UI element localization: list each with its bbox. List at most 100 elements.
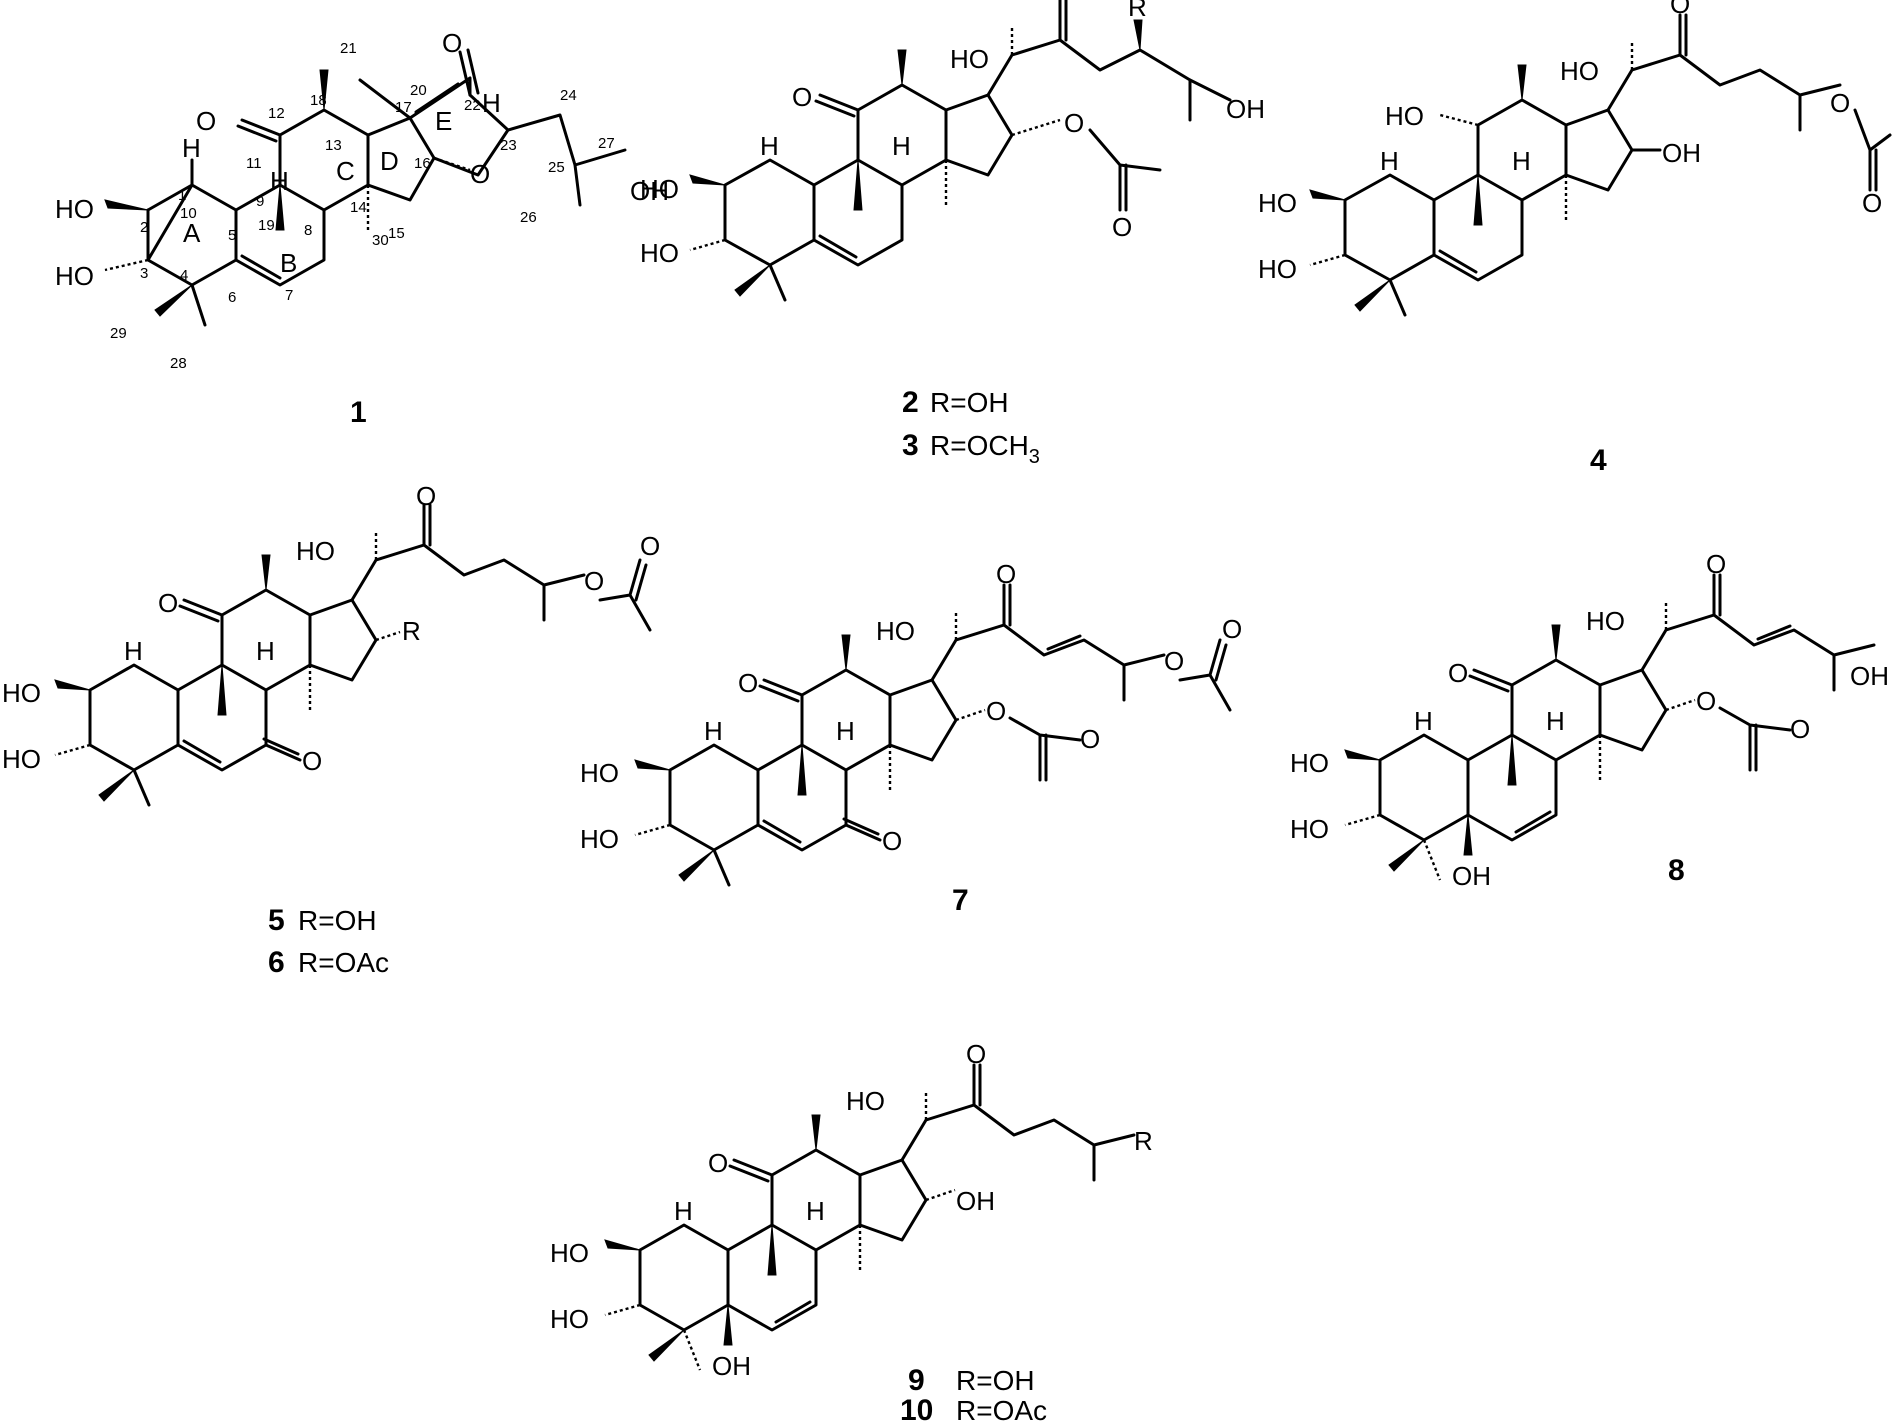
compound-4-structure: HO HO HO H H HO O OH O O 4 bbox=[1258, 0, 1892, 477]
atom-label: HO bbox=[1560, 56, 1599, 86]
atom-number: 12 bbox=[268, 105, 285, 122]
atom-number: 25 bbox=[548, 159, 565, 176]
atom-label: O bbox=[1164, 646, 1184, 676]
atom-label: O bbox=[302, 746, 322, 776]
atom-numbers-compound-1: 1 2 3 4 5 6 7 8 9 10 11 12 13 14 15 16 1… bbox=[110, 40, 615, 372]
atom-label: O bbox=[1064, 108, 1084, 138]
compound-number-8: 8 bbox=[1668, 854, 1685, 887]
atom-label: H bbox=[182, 133, 201, 163]
atom-number: 3 bbox=[140, 265, 148, 282]
atom-label: O bbox=[792, 82, 812, 112]
atom-number: 16 bbox=[414, 155, 431, 172]
atom-label: O bbox=[882, 826, 902, 856]
atom-number: 6 bbox=[228, 289, 236, 306]
atom-label: HO bbox=[296, 536, 335, 566]
atom-label: OH bbox=[1452, 861, 1491, 891]
atom-label: H bbox=[482, 88, 501, 118]
atom-label: H bbox=[760, 131, 779, 161]
atom-label: R bbox=[1134, 1126, 1153, 1156]
atom-number: 4 bbox=[180, 267, 188, 284]
atom-number: 18 bbox=[310, 92, 327, 109]
compound-number-4: 4 bbox=[1590, 444, 1607, 477]
atom-label: H bbox=[1512, 146, 1531, 176]
atom-label: HO bbox=[1586, 606, 1625, 636]
compound-2-3-structure: HO HO O H H HO O R OH O O 2 R=OH 3 R=OCH… bbox=[640, 0, 1265, 468]
atom-number: 26 bbox=[520, 209, 537, 226]
atom-label: O bbox=[1862, 188, 1882, 218]
atom-number: 8 bbox=[304, 222, 312, 239]
atom-label: HO bbox=[950, 44, 989, 74]
atom-label: H bbox=[674, 1196, 693, 1226]
atom-label: O bbox=[1222, 614, 1242, 644]
atom-number: 14 bbox=[350, 199, 367, 216]
atom-number: 20 bbox=[410, 82, 427, 99]
atom-label: O bbox=[1112, 212, 1132, 242]
atom-number: 2 bbox=[140, 219, 148, 236]
atom-label: OH bbox=[630, 176, 669, 206]
atom-label: O bbox=[196, 106, 216, 136]
compound-7-structure: HO HO O H H O HO O O O O O 7 bbox=[580, 559, 1242, 917]
atom-label: OH bbox=[1850, 661, 1889, 691]
atom-number: 7 bbox=[285, 287, 293, 304]
compound-number-1: 1 bbox=[350, 396, 367, 429]
atom-number: 27 bbox=[598, 135, 615, 152]
atom-label: H bbox=[1414, 706, 1433, 736]
atom-number: 22 bbox=[464, 97, 481, 114]
compound-number-9: 9 bbox=[908, 1364, 925, 1397]
compound-number-7: 7 bbox=[952, 884, 969, 917]
substituent-5: R=OH bbox=[298, 905, 377, 936]
atom-label: HO bbox=[1258, 188, 1297, 218]
atom-label: HO bbox=[55, 261, 94, 291]
compound-5-6-structure: HO HO O H H O HO O R O O 5 R=OH 6 R=OAc bbox=[2, 481, 660, 979]
atom-label: HO bbox=[550, 1238, 589, 1268]
atom-label: O bbox=[1052, 0, 1072, 4]
atom-label: O bbox=[416, 481, 436, 511]
atom-label: HO bbox=[550, 1304, 589, 1334]
ring-label-d: D bbox=[380, 146, 399, 176]
substituent-6: R=OAc bbox=[298, 947, 389, 978]
compound-1-structure: HO HO O H H O H O OH A B C D E 1 2 3 4 5… bbox=[55, 28, 669, 429]
atom-label: O bbox=[986, 696, 1006, 726]
atom-label: HO bbox=[1290, 748, 1329, 778]
atom-number: 29 bbox=[110, 325, 127, 342]
atom-label: O bbox=[966, 1039, 986, 1069]
compound-number-10: 10 bbox=[900, 1394, 933, 1427]
substituent-10: R=OAc bbox=[956, 1395, 1047, 1426]
atom-label: O bbox=[1830, 88, 1850, 118]
atom-label: O bbox=[442, 28, 462, 58]
atom-label: HO bbox=[876, 616, 915, 646]
compound-number-5: 5 bbox=[268, 904, 285, 937]
atom-number: 21 bbox=[340, 40, 357, 57]
atom-label: HO bbox=[1258, 254, 1297, 284]
atom-number: 30 bbox=[372, 232, 389, 249]
compound-number-3: 3 bbox=[902, 429, 919, 462]
compound-number-6: 6 bbox=[268, 946, 285, 979]
atom-number: 19 bbox=[258, 217, 275, 234]
atom-label: H bbox=[836, 716, 855, 746]
substituent-3: R=OCH3 bbox=[930, 430, 1040, 468]
ring-label-b: B bbox=[280, 248, 297, 278]
atom-label: H bbox=[270, 166, 289, 196]
atom-label: O bbox=[470, 159, 490, 189]
atom-label: HO bbox=[640, 238, 679, 268]
atom-number: 13 bbox=[325, 137, 342, 154]
atom-label: HO bbox=[2, 744, 41, 774]
atom-label: HO bbox=[55, 194, 94, 224]
atom-label: O bbox=[738, 668, 758, 698]
atom-number: 28 bbox=[170, 355, 187, 372]
atom-label: H bbox=[256, 636, 275, 666]
atom-number: 9 bbox=[256, 193, 264, 210]
atom-label: O bbox=[158, 588, 178, 618]
atom-label: H bbox=[892, 131, 911, 161]
atom-number: 15 bbox=[388, 225, 405, 242]
atom-label: H bbox=[124, 636, 143, 666]
atom-label: O bbox=[708, 1148, 728, 1178]
atom-label: O bbox=[1706, 549, 1726, 579]
ring-label-a: A bbox=[183, 218, 201, 248]
atom-label: H bbox=[806, 1196, 825, 1226]
atom-label: O bbox=[1670, 0, 1690, 19]
atom-number: 1 bbox=[178, 187, 186, 204]
atom-label: HO bbox=[1385, 101, 1424, 131]
atom-label: R bbox=[402, 616, 421, 646]
